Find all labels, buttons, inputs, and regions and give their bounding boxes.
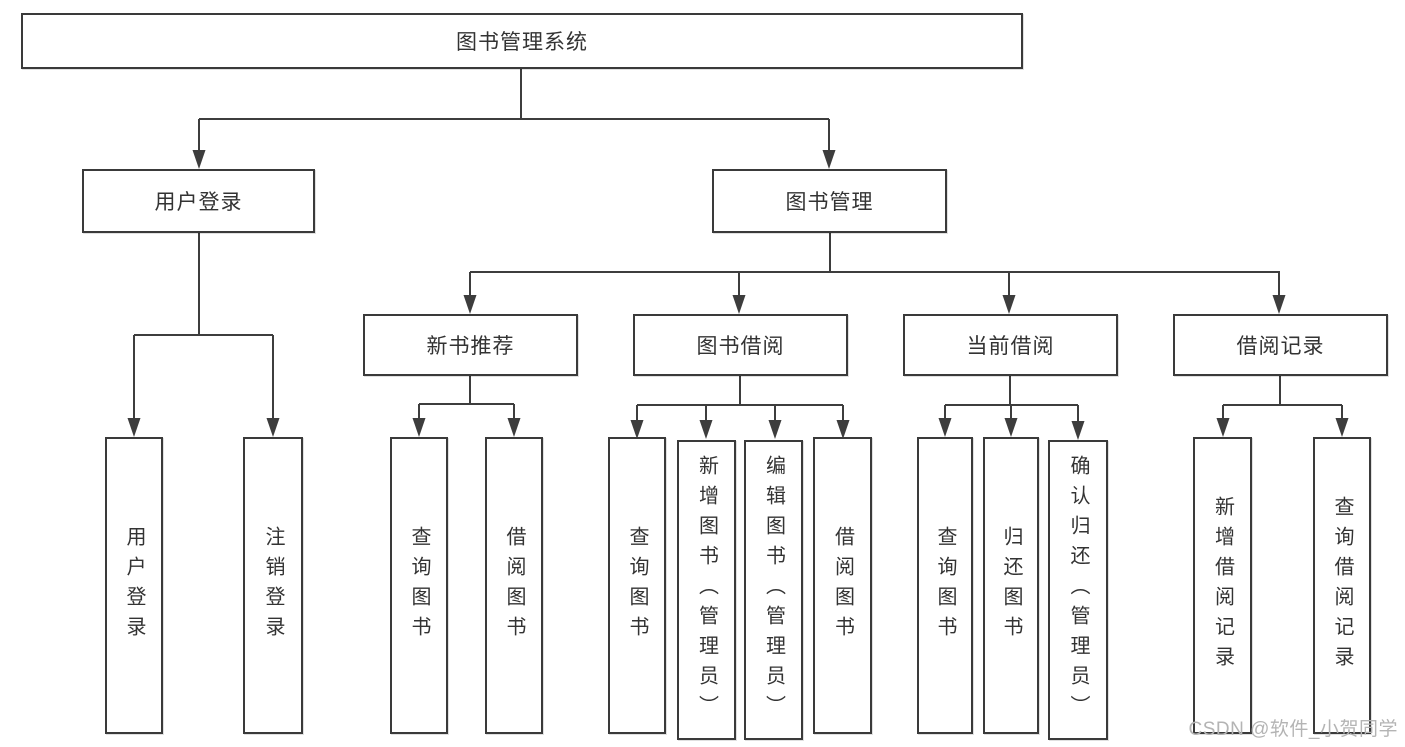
connectors-current-borrowing-children [944, 376, 1079, 422]
node-label: 确认归还（管理员） [1067, 455, 1089, 725]
watermark: CSDN @软件_小贺同学 [1188, 719, 1398, 740]
node-label: 图书管理系统 [456, 31, 588, 54]
leaf-borrow-books-recommend: 借阅图书 [485, 437, 543, 734]
connectors-new-book-recommend-children [418, 376, 515, 419]
node-book-management: 图书管理 [712, 169, 947, 233]
connectors-user-login-children [133, 232, 274, 419]
node-label: 查询图书 [626, 525, 648, 646]
leaf-user-login: 用户登录 [105, 437, 163, 734]
connectors-borrowing-records-children [1222, 376, 1343, 419]
node-label: 借阅图书 [831, 525, 854, 646]
node-user-login: 用户登录 [82, 169, 315, 233]
node-label: 图书借阅 [696, 335, 785, 358]
node-label: 当前借阅 [966, 335, 1055, 358]
node-label: 查询借阅记录 [1331, 495, 1353, 676]
node-label: 图书管理 [785, 191, 874, 214]
node-label: 新增图书（管理员） [695, 455, 718, 725]
node-book-borrowing: 图书借阅 [633, 314, 848, 376]
connectors-root-to-level2 [198, 68, 830, 151]
node-label: 编辑图书（管理员） [762, 455, 785, 725]
node-borrowing-records: 借阅记录 [1173, 314, 1388, 376]
leaf-return-book: 归还图书 [983, 437, 1039, 734]
node-label: 归还图书 [1000, 525, 1022, 646]
leaf-edit-book-admin: 编辑图书（管理员） [744, 440, 803, 740]
node-label: 借阅图书 [503, 525, 525, 646]
leaf-query-books-current: 查询图书 [917, 437, 973, 734]
leaf-add-book-admin: 新增图书（管理员） [677, 440, 736, 740]
node-new-book-recommend: 新书推荐 [363, 314, 578, 376]
node-label: 新增借阅记录 [1211, 495, 1234, 676]
node-label: 新书推荐 [426, 335, 515, 358]
node-current-borrowing: 当前借阅 [903, 314, 1118, 376]
leaf-confirm-return-admin: 确认归还（管理员） [1048, 440, 1108, 740]
connectors-book-borrowing-children [636, 376, 844, 421]
node-label: 用户登录 [123, 525, 145, 646]
node-label: 用户登录 [154, 191, 243, 214]
leaf-logout: 注销登录 [243, 437, 303, 734]
leaf-borrow-books-borrowing: 借阅图书 [813, 437, 872, 734]
node-label: 查询图书 [408, 525, 430, 646]
leaf-query-books-recommend: 查询图书 [390, 437, 448, 734]
node-root: 图书管理系统 [21, 13, 1023, 69]
leaf-query-borrow-record: 查询借阅记录 [1313, 437, 1371, 734]
leaf-add-borrow-record: 新增借阅记录 [1193, 437, 1252, 734]
node-label: 借阅记录 [1236, 335, 1325, 358]
leaf-query-books-borrowing: 查询图书 [608, 437, 666, 734]
connectors-book-management-to-level3 [469, 232, 1280, 296]
node-label: 查询图书 [934, 525, 956, 646]
node-label: 注销登录 [262, 525, 284, 646]
